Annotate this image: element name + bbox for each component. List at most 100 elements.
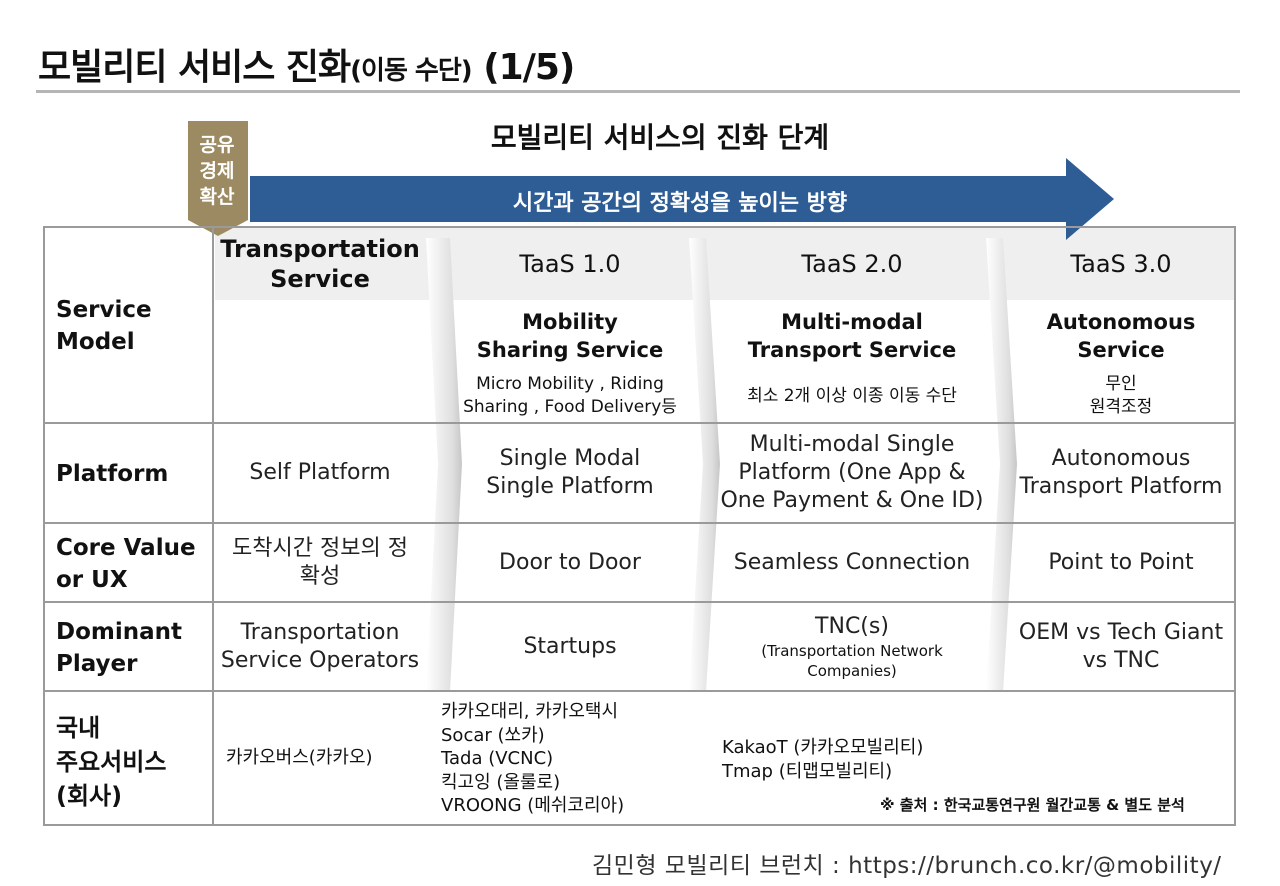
detail-line: 무인 [1105,374,1137,394]
diagram-title: 모빌리티 서비스의 진화 단계 [490,121,830,154]
cell-line: 도착시간 정보의 정 [232,535,408,561]
rowhead-service-model-line2: Model [56,329,135,355]
rowhead-domestic-line2: 주요서비스 [56,748,167,776]
cell-platform-col1: Single Modal Single Platform [455,424,685,522]
chevron-1 [426,238,462,692]
subtitle-line: Multi-modal [781,310,923,334]
cell-core-value-col2: Seamless Connection [733,549,971,575]
col-header-taas-1: TaaS 1.0 [519,250,621,278]
cell-player-col3: OEM vs Tech Giant vs TNC [1010,603,1232,690]
arrow-label: 시간과 공간의 정확성을 높이는 방향 [512,191,848,216]
table-border-top [43,226,1236,228]
cell-platform-col3: Autonomous Transport Platform [1010,424,1232,522]
subtitle-line: Mobility [522,310,618,334]
col-header-transportation: Transportation Service [215,232,425,296]
cell-core-value-col1: Door to Door [499,549,641,575]
cell-line: Transportation [240,619,400,645]
footer-credit: 김민형 모빌리티 브런치 : https://brunch.co.kr/@mob… [592,853,1222,879]
table-border-bottom [43,824,1236,826]
cell-core-value-col0: 도착시간 정보의 정 확성 [215,524,425,601]
cell-platform-col2: Multi-modal Single Platform (One App & O… [712,424,992,522]
col-header-taas-3: TaaS 3.0 [1070,250,1172,278]
list-item: 킥고잉 (올룰로) [441,771,561,793]
rowhead-core-value-line2: or UX [56,567,128,593]
subtitle-line: Transport Service [747,338,957,362]
page-title: 모빌리티 서비스 진화(이동 수단) (1/5) [38,38,575,90]
progress-arrow [250,158,1114,240]
list-item: Tmap (티맵모빌리티) [722,761,893,782]
detail-col1: Micro Mobility , Riding Sharing , Food D… [445,372,695,420]
badge-line-1: 공유 [199,134,235,156]
cell-subline: (Transportation Network [761,641,943,660]
table-border-right [1234,226,1236,826]
cell-line: Single Modal [499,446,641,471]
subtitle-col3: Autonomous Service [1010,306,1232,366]
cell-line: Platform (One App & [738,460,966,485]
title-page: (1/5) [471,47,575,88]
cell-line: One Payment & One ID) [720,488,984,513]
rowhead-service-model: Service Model [56,294,152,358]
column-header-band [215,228,1234,300]
title-main: 모빌리티 서비스 진화 [38,47,351,88]
subtitle-col2: Multi-modal Transport Service [716,306,988,366]
list-item: Tada (VCNC) [441,748,554,769]
rowhead-platform: Platform [56,461,169,487]
cell-line: OEM vs Tech Giant [1018,619,1224,645]
header-column-divider [212,226,214,826]
badge-line-2: 경제 [199,160,235,182]
cell-line: Autonomous [1051,446,1191,471]
col-header-taas-2: TaaS 2.0 [801,250,903,278]
rowhead-service-model-line1: Service [56,297,152,323]
cell-line: Service Operators [220,647,420,673]
cell-platform-col0: Self Platform [249,460,391,485]
rowhead-core-value-line1: Core Value [56,535,196,561]
list-item: KakaoT (카카오모빌리티) [722,737,924,758]
row-divider-4 [43,690,1236,692]
detail-line: 원격조정 [1089,397,1153,417]
row-divider-1 [43,422,1236,424]
cell-core-value-col3: Point to Point [1048,549,1194,575]
list-item: Socar (쏘카) [441,724,545,746]
detail-line: Sharing , Food Delivery등 [463,397,677,417]
domestic-col1: 카카오버스(카카오) [226,747,373,768]
detail-col3: 무인 원격조정 [1010,372,1232,420]
rowhead-domestic: 국내 주요서비스 (회사) [56,711,166,813]
source-note: ※ 출처 : 한국교통연구원 월간교통 & 별도 분석 [880,796,1185,814]
cell-player-col0: Transportation Service Operators [215,603,425,690]
cell-line: Transport Platform [1019,474,1223,499]
domestic-col3: KakaoT (카카오모빌리티) Tmap (티맵모빌리티) [722,736,923,784]
col-header-line: Service [270,265,370,293]
cell-subline: Companies) [807,661,897,680]
col-header-line: Transportation [220,235,420,263]
title-divider [36,90,1240,93]
list-item: 카카오대리, 카카오택시 [441,701,619,722]
rowhead-dominant-player-line2: Player [56,651,138,677]
subtitle-line: Service [1077,338,1165,362]
cell-player-col1: Startups [523,633,617,659]
domestic-col2: 카카오대리, 카카오택시 Socar (쏘카) Tada (VCNC) 킥고잉 … [441,700,624,818]
rowhead-core-value: Core Value or UX [56,532,196,596]
cell-line: TNC(s) [815,613,889,639]
row-divider-3 [43,601,1236,603]
row-divider-2 [43,522,1236,524]
cell-player-col2: TNC(s) (Transportation Network Companies… [716,603,988,690]
detail-col2: 최소 2개 이상 이종 이동 수단 [747,385,957,406]
cell-line: vs TNC [1082,647,1160,673]
subtitle-col1: Mobility Sharing Service [455,306,685,366]
subtitle-line: Autonomous [1046,310,1196,334]
subtitle-line: Sharing Service [476,338,664,362]
chevron-3 [986,238,1017,692]
rowhead-domestic-line1: 국내 [56,714,101,742]
detail-line: Micro Mobility , Riding [476,374,664,394]
badge-label: 공유 경제 확산 [187,132,247,210]
rowhead-dominant-player-line1: Dominant [56,619,183,645]
sharing-economy-badge [188,121,248,236]
cell-line: Single Platform [486,474,654,499]
badge-line-3: 확산 [199,186,235,208]
rowhead-domestic-line3: (회사) [56,782,123,810]
table-border-left [43,226,45,826]
cell-line: 확성 [299,563,341,589]
chevron-2 [689,238,720,692]
title-sub: (이동 수단) [350,56,472,86]
